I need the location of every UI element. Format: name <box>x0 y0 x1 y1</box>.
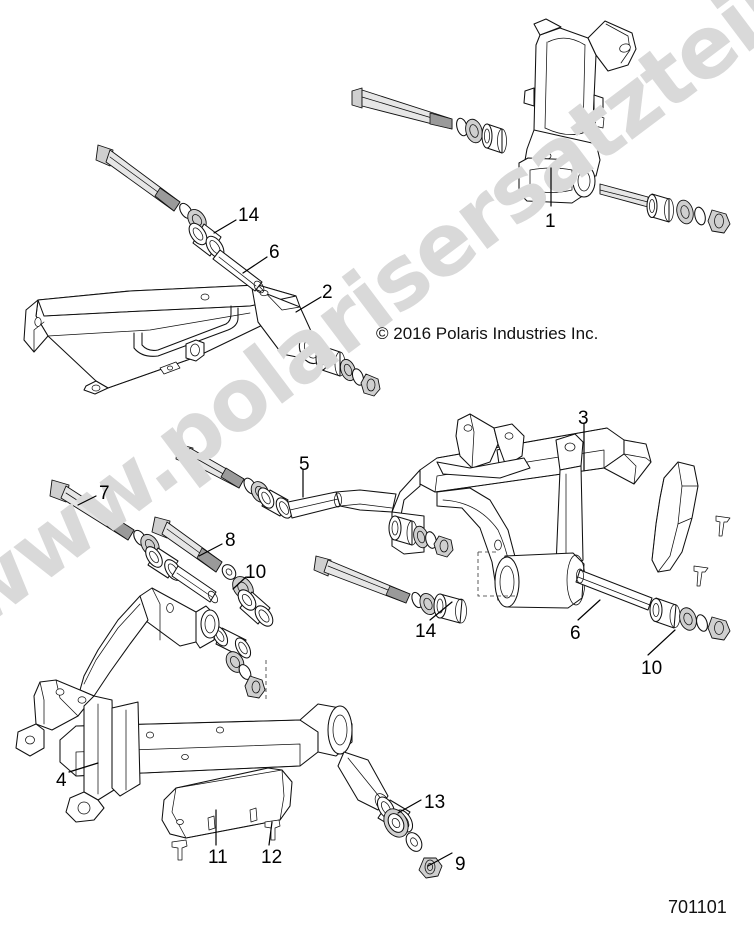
callout-12: 12 <box>261 847 283 868</box>
callout-10b: 10 <box>641 658 663 679</box>
callout-14b: 14 <box>415 621 437 642</box>
callout-6b: 6 <box>570 623 581 644</box>
callout-7: 7 <box>99 483 110 504</box>
leader-line-8 <box>198 543 223 557</box>
callout-11: 11 <box>208 847 228 868</box>
callout-9: 9 <box>455 854 466 875</box>
callout-4: 4 <box>56 770 67 791</box>
leader-line-9 <box>427 852 453 867</box>
part-12-push-rivet-right <box>264 819 281 841</box>
copyright-notice: © 2016 Polaris Industries Inc. <box>376 324 599 343</box>
part-13-bearing-stack <box>376 796 443 879</box>
callout-1: 1 <box>545 211 556 232</box>
part-14b-bolt-bushing <box>313 555 467 624</box>
part-1-bearing-carrier <box>518 18 637 204</box>
part-7-long-bolt <box>49 479 219 604</box>
guard-rivet-upper <box>715 515 731 537</box>
part-6b-radius-rod <box>575 568 731 641</box>
part-8-bolt-stack <box>151 516 274 700</box>
diagram-part-number: 701101 <box>668 897 727 917</box>
callout-14a: 14 <box>238 205 260 226</box>
leader-line-10b <box>647 629 676 656</box>
leader-line-13 <box>397 799 422 814</box>
leader-line-6a <box>242 256 268 274</box>
part-11-skid-plate <box>161 767 293 839</box>
leader-line-4 <box>68 762 99 773</box>
leader-line-14b <box>429 601 453 621</box>
leader-line-7 <box>77 495 97 506</box>
leader-line-12 <box>268 821 273 846</box>
callout-3: 3 <box>578 408 589 429</box>
part-6a-radius-rod-assembly <box>95 144 265 294</box>
callout-2: 2 <box>322 282 333 303</box>
mud-guard-right <box>651 461 699 573</box>
callout-13: 13 <box>424 792 446 813</box>
guard-rivet-lower <box>693 565 709 587</box>
part-1-right-bolt-stack <box>599 183 731 234</box>
callout-5: 5 <box>299 454 310 475</box>
push-rivet-left <box>171 839 188 861</box>
callout-10a: 10 <box>245 562 267 583</box>
part-1-left-bolt-stack <box>351 87 507 154</box>
leader-line-10a <box>232 576 247 590</box>
part-3-left-hardware-stack <box>388 515 454 558</box>
part-2-hardware-stack <box>315 345 381 397</box>
callout-8: 8 <box>225 530 236 551</box>
leader-line-6b <box>577 599 601 621</box>
part-4-front-subframe <box>15 587 390 823</box>
part-5-pivot-tube-assembly <box>175 443 342 519</box>
part-2-upper-control-arm <box>23 284 324 395</box>
callout-6a: 6 <box>269 242 280 263</box>
leader-line-2 <box>295 296 322 313</box>
leader-line-14a <box>213 219 237 234</box>
